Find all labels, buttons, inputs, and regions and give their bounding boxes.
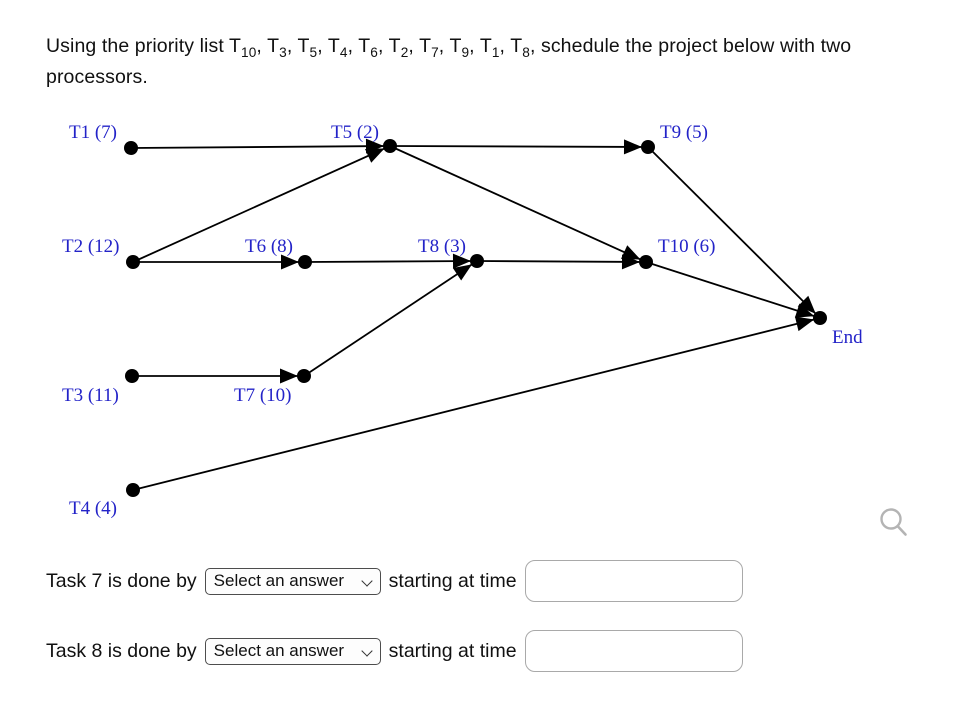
question-prompt-task8: Task 8 is done by bbox=[46, 639, 197, 662]
node-dot-T4 bbox=[126, 483, 140, 497]
node-label-T1: T1 (7) bbox=[69, 122, 117, 143]
edge-line bbox=[645, 261, 821, 319]
edge-T5-T9 bbox=[389, 139, 649, 155]
arrowhead-icon bbox=[623, 139, 643, 155]
start-time-input-task7[interactable] bbox=[524, 560, 743, 602]
question-suffix-task7: starting at time bbox=[388, 569, 517, 592]
edge-line bbox=[476, 260, 647, 263]
question-suffix-task8: starting at time bbox=[388, 639, 517, 662]
edge-line bbox=[132, 145, 391, 263]
node-dot-T1 bbox=[124, 141, 138, 155]
node-label-T4: T4 (4) bbox=[69, 498, 117, 519]
edge-T6-T8 bbox=[304, 253, 478, 269]
search-icon-handle bbox=[896, 525, 907, 536]
node-dot-T3 bbox=[125, 369, 139, 383]
arrowhead-icon bbox=[621, 254, 641, 270]
arrowhead-icon bbox=[794, 316, 815, 332]
processor-select-task8[interactable]: Select an answer bbox=[204, 637, 381, 665]
arrowhead-icon bbox=[280, 368, 298, 384]
arrowhead-icon bbox=[452, 264, 473, 281]
node-dot-T8 bbox=[470, 254, 484, 268]
arrowhead-icon bbox=[621, 245, 641, 260]
question-row-task8: Task 8 is done by Select an answer start… bbox=[46, 629, 743, 673]
edge-line bbox=[647, 146, 821, 319]
node-label-T5: T5 (2) bbox=[331, 122, 379, 143]
search-icon-circle bbox=[880, 508, 902, 530]
node-label-T2: T2 (12) bbox=[62, 236, 120, 257]
edge-T5-T10 bbox=[389, 145, 647, 263]
node-label-End: End bbox=[832, 327, 863, 348]
processor-select-task7[interactable]: Select an answer bbox=[204, 567, 381, 595]
node-label-T10: T10 (6) bbox=[658, 236, 716, 257]
node-dot-T5 bbox=[383, 139, 397, 153]
edge-T4-End bbox=[132, 316, 821, 491]
edge-T2-T6 bbox=[133, 254, 305, 270]
node-dot-T2 bbox=[126, 255, 140, 269]
node-dot-T10 bbox=[639, 255, 653, 269]
node-dot-T6 bbox=[298, 255, 312, 269]
processor-select-wrap-task8: Select an answer bbox=[204, 637, 381, 665]
edge-T10-End bbox=[645, 261, 821, 319]
node-label-T3: T3 (11) bbox=[62, 385, 119, 406]
edge-line bbox=[303, 260, 478, 377]
arrowhead-icon bbox=[281, 254, 299, 270]
node-label-T8: T8 (3) bbox=[418, 236, 466, 257]
node-label-T6: T6 (8) bbox=[245, 236, 293, 257]
node-dot-T7 bbox=[297, 369, 311, 383]
edge-line bbox=[389, 145, 647, 263]
question-row-task7: Task 7 is done by Select an answer start… bbox=[46, 559, 743, 603]
arrowhead-icon bbox=[452, 253, 472, 269]
node-dot-T9 bbox=[641, 140, 655, 154]
edge-T9-End bbox=[647, 146, 821, 319]
edge-T2-T5 bbox=[132, 145, 391, 263]
arrowhead-icon bbox=[797, 295, 816, 314]
node-dot-End bbox=[813, 311, 827, 325]
arrowhead-icon bbox=[794, 303, 815, 318]
edge-T8-T10 bbox=[476, 254, 647, 270]
edge-line bbox=[304, 260, 478, 263]
processor-select-wrap-task7: Select an answer bbox=[204, 567, 381, 595]
problem-statement: Using the priority list T10, T3, T5, T4,… bbox=[46, 35, 852, 88]
edge-line bbox=[389, 145, 649, 148]
question-prompt-task7: Task 7 is done by bbox=[46, 569, 197, 592]
node-label-T9: T9 (5) bbox=[660, 122, 708, 143]
start-time-input-task8[interactable] bbox=[524, 630, 743, 672]
node-label-T7: T7 (10) bbox=[234, 385, 292, 406]
edge-line bbox=[130, 145, 391, 149]
edge-line bbox=[132, 317, 821, 491]
search-icon[interactable] bbox=[880, 508, 907, 536]
edge-T3-T7 bbox=[132, 368, 304, 384]
edge-T7-T8 bbox=[303, 260, 478, 377]
arrowhead-icon bbox=[365, 148, 385, 163]
